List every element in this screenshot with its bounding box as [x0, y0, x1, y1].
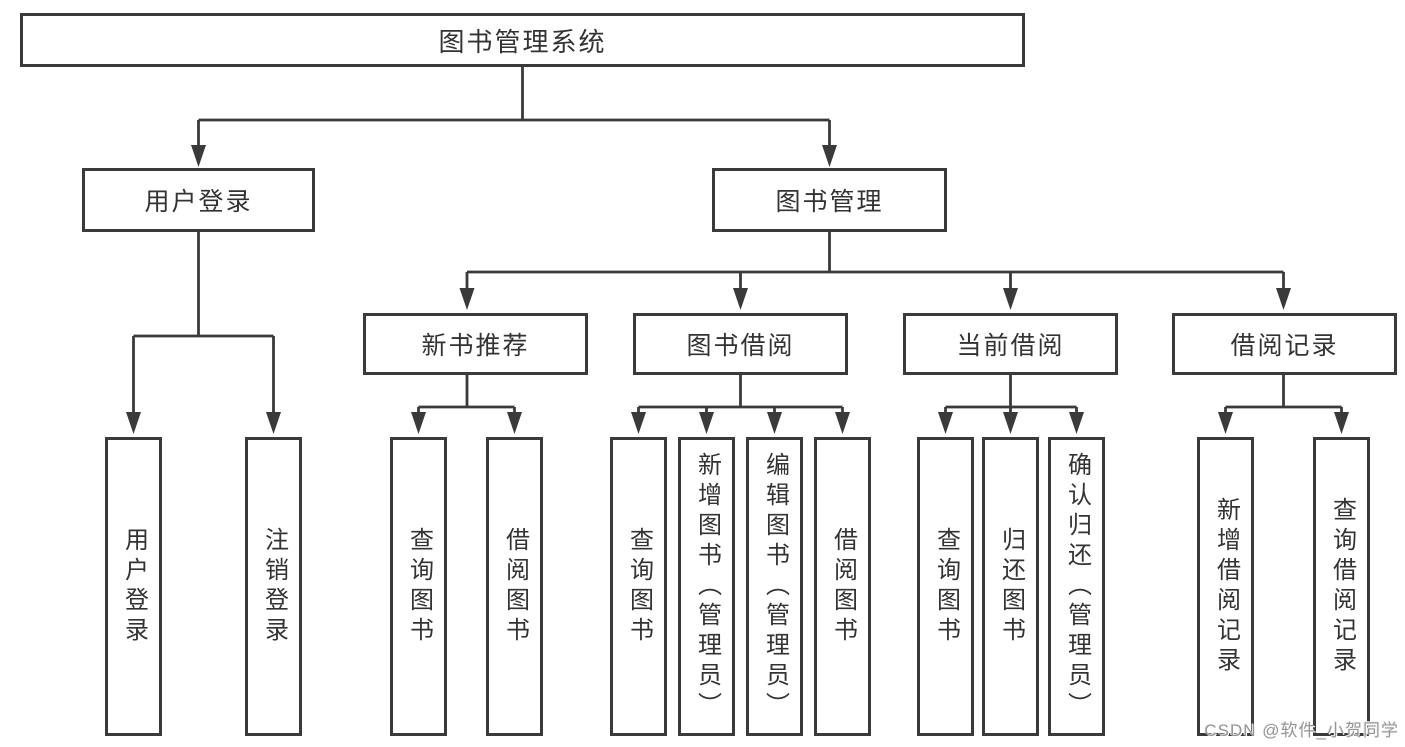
arrow-c2	[699, 412, 714, 434]
node-book-management: 图书管理	[712, 168, 947, 232]
node-label: 用户登录	[144, 188, 253, 216]
arrow-b1	[411, 412, 426, 434]
node-new-book-recommend: 新书推荐	[363, 313, 588, 375]
arrow-c4	[835, 412, 850, 434]
leaf-logout: 注销登录	[245, 437, 302, 736]
leaf-query-books-current: 查询图书	[917, 437, 974, 736]
node-label: 图书管理系统	[438, 26, 607, 57]
node-label: 当前借阅	[956, 332, 1065, 360]
leaf-label: 归还图书	[997, 526, 1025, 647]
arrow-login-leaf1	[126, 412, 141, 434]
node-book-borrowing: 图书借阅	[633, 313, 848, 375]
arrow-login-leaf2	[266, 412, 281, 434]
node-user-login: 用户登录	[82, 168, 315, 232]
arrow-borrow	[733, 288, 748, 310]
leaf-label: 查询图书	[932, 526, 960, 647]
leaf-query-books-recommend: 查询图书	[390, 437, 447, 736]
arrow-c3	[767, 412, 782, 434]
node-label: 图书借阅	[686, 332, 795, 360]
leaf-label: 新增借阅记录	[1212, 496, 1240, 677]
node-label: 借阅记录	[1230, 332, 1339, 360]
node-borrowing-records: 借阅记录	[1172, 313, 1397, 375]
leaf-label: 用户登录	[120, 526, 148, 647]
csdn-watermark: CSDN @软件_小贺同学	[1204, 721, 1399, 740]
arrow-d3	[1069, 412, 1084, 434]
leaf-add-book-admin: 新增图书（管理员）	[678, 437, 735, 736]
arrow-e2	[1334, 412, 1349, 434]
leaf-label: 借阅图书	[501, 526, 529, 647]
node-current-borrowing: 当前借阅	[903, 313, 1118, 375]
arrow-recommend	[459, 288, 475, 310]
leaf-return-book: 归还图书	[982, 437, 1039, 736]
leaf-label: 新增图书（管理员）	[693, 451, 721, 722]
leaf-label: 查询图书	[405, 526, 433, 647]
arrow-c1	[631, 412, 646, 434]
leaf-confirm-return-admin: 确认归还（管理员）	[1048, 437, 1105, 736]
arrow-e1	[1218, 412, 1233, 434]
leaf-label: 编辑图书（管理员）	[761, 451, 789, 722]
arrow-d2	[1003, 412, 1018, 434]
leaf-edit-book-admin: 编辑图书（管理员）	[746, 437, 803, 736]
arrow-current	[1003, 288, 1018, 310]
leaf-label: 确认归还（管理员）	[1063, 451, 1091, 722]
arrow-d1	[938, 412, 953, 434]
node-library-management-system: 图书管理系统	[20, 13, 1025, 67]
arrow-b2	[507, 412, 522, 434]
leaf-label: 查询借阅记录	[1328, 496, 1356, 677]
arrow-user-login	[191, 145, 206, 167]
leaf-add-borrow-record: 新增借阅记录	[1197, 437, 1254, 736]
node-label: 新书推荐	[421, 332, 530, 360]
node-label: 图书管理	[775, 188, 884, 216]
leaf-query-books-borrow: 查询图书	[610, 437, 667, 736]
leaf-label: 借阅图书	[829, 526, 857, 647]
arrow-records	[1276, 288, 1291, 310]
leaf-label: 查询图书	[625, 526, 653, 647]
leaf-label: 注销登录	[260, 526, 288, 647]
leaf-borrow-books-recommend: 借阅图书	[486, 437, 543, 736]
arrow-book-mgmt	[822, 145, 837, 167]
leaf-borrow-books: 借阅图书	[814, 437, 871, 736]
leaf-user-login: 用户登录	[105, 437, 162, 736]
leaf-query-borrow-record: 查询借阅记录	[1313, 437, 1370, 736]
